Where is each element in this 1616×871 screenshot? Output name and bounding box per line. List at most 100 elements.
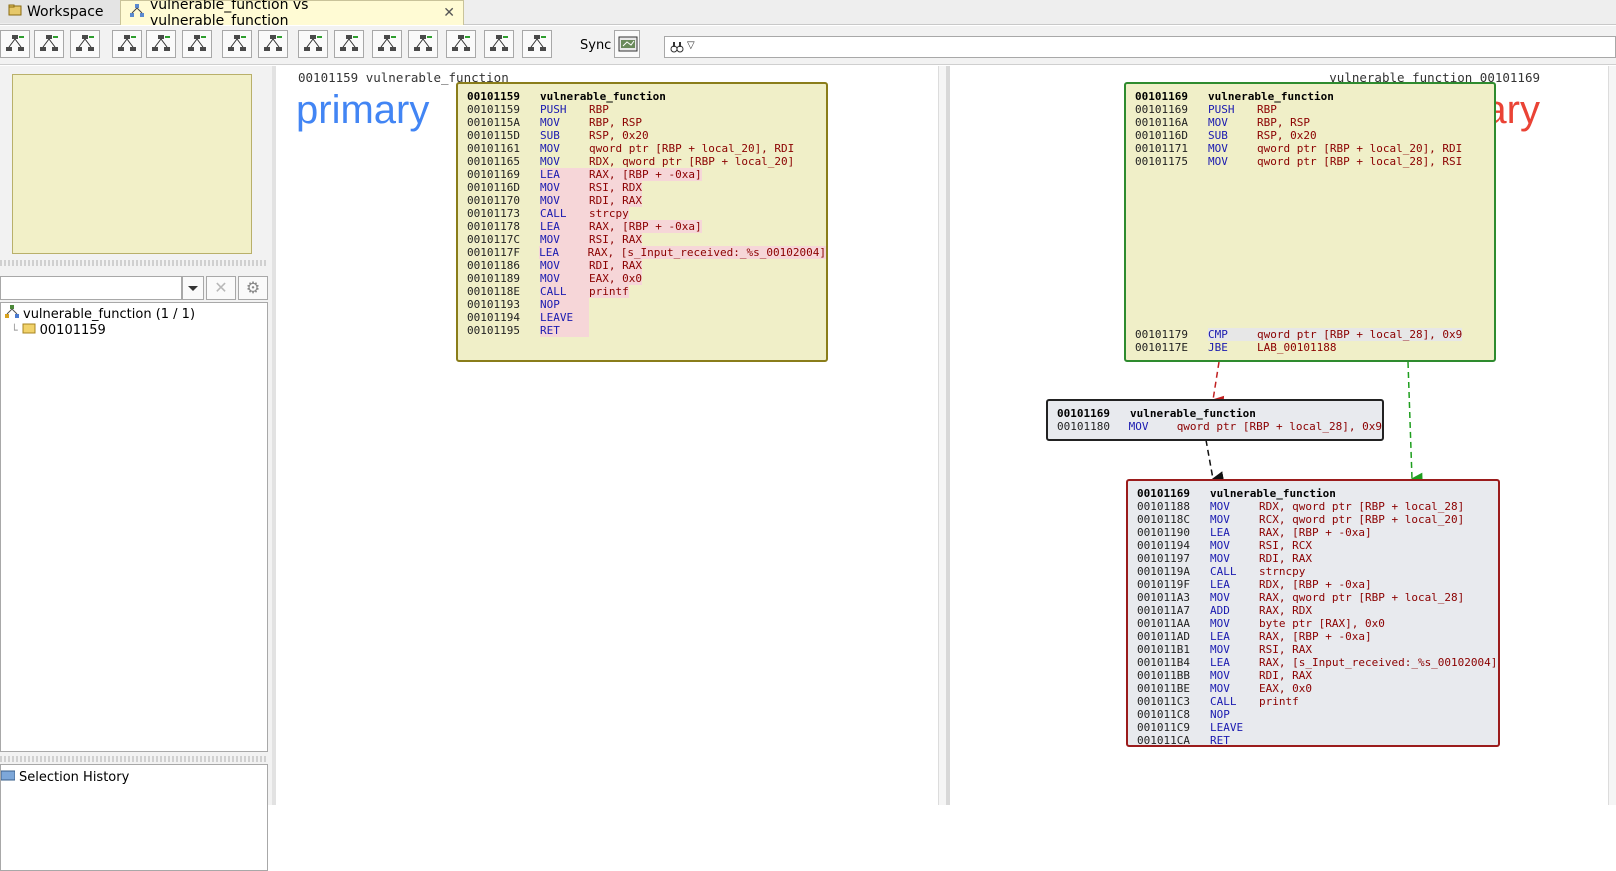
instruction-address: 00101175 [1135,155,1188,168]
primary-graph-pane[interactable]: 00101159 vulnerable_function primary 001… [276,66,946,805]
tree-root-label: vulnerable_function (1 / 1) [23,306,196,322]
tree-root[interactable]: vulnerable_function (1 / 1) [5,305,195,323]
function-graph-view-button[interactable] [0,30,30,58]
layout-hierarchy-button[interactable] [112,30,142,58]
tree-child[interactable]: └ 00101159 [11,322,106,338]
instruction-operands: EAX, 0x0 [1259,682,1312,695]
layout-circle-button[interactable] [182,30,212,58]
block-view-button[interactable] [298,30,328,58]
vertex-compact-button[interactable] [334,30,364,58]
lock-button[interactable] [522,30,552,58]
right-scroll-edge[interactable] [1608,66,1616,805]
tab-compare[interactable]: vulnerable_function vs vulnerable_functi… [120,0,464,29]
table-view-button[interactable] [70,30,100,58]
block-function-name: vulnerable_function [1130,407,1256,420]
instruction-operands: printf [1259,695,1299,708]
instruction-operands: LAB_00101188 [1257,341,1337,354]
dual-listing-view-button[interactable] [34,30,64,58]
pane-scroll-edge[interactable] [938,66,947,805]
zoom-grid-button[interactable] [258,30,288,58]
dropdown-arrow-icon[interactable]: ▽ [687,40,695,51]
layout-radial-button[interactable] [146,30,176,58]
instruction-operands: RAX, qword ptr [RBP + local_28] [1259,591,1465,604]
instruction-mnemonic: MOV [540,181,589,194]
secondary-graph-pane[interactable]: vulnerable_function 00101169 ndary 00101… [950,66,1616,805]
zoom-fit-button[interactable] [222,30,252,58]
sync-toggle-button[interactable] [614,30,640,58]
graph-settings-button[interactable] [446,30,476,58]
instruction-address: 00101159 [467,103,520,116]
tab-workspace[interactable]: Workspace [0,0,121,23]
instruction-mnemonic: LEA [539,246,588,259]
filter-dropdown-button[interactable] [182,276,204,300]
instruction-address: 0010119A [1137,565,1190,578]
instruction-mnemonic: CALL [1210,695,1237,708]
vertex-expand-button[interactable] [372,30,402,58]
close-icon[interactable]: ✕ [443,5,455,21]
panel-divider-2[interactable] [0,756,268,762]
tree-filter-input[interactable] [0,276,182,300]
history-header[interactable]: Selection History [0,769,129,785]
instruction-operands: RDI, RAX [589,259,642,272]
instruction-address: 001011C8 [1137,708,1190,721]
refresh-graph-button[interactable] [484,30,514,58]
gear-icon[interactable]: ⚙ [238,276,268,300]
search-input[interactable]: ▽ [664,36,1616,58]
group-button[interactable] [408,30,438,58]
pane-separator[interactable] [946,66,950,805]
panel-divider[interactable] [0,260,268,266]
satellite-overview[interactable] [12,74,252,254]
clear-icon[interactable]: ✕ [206,276,236,300]
